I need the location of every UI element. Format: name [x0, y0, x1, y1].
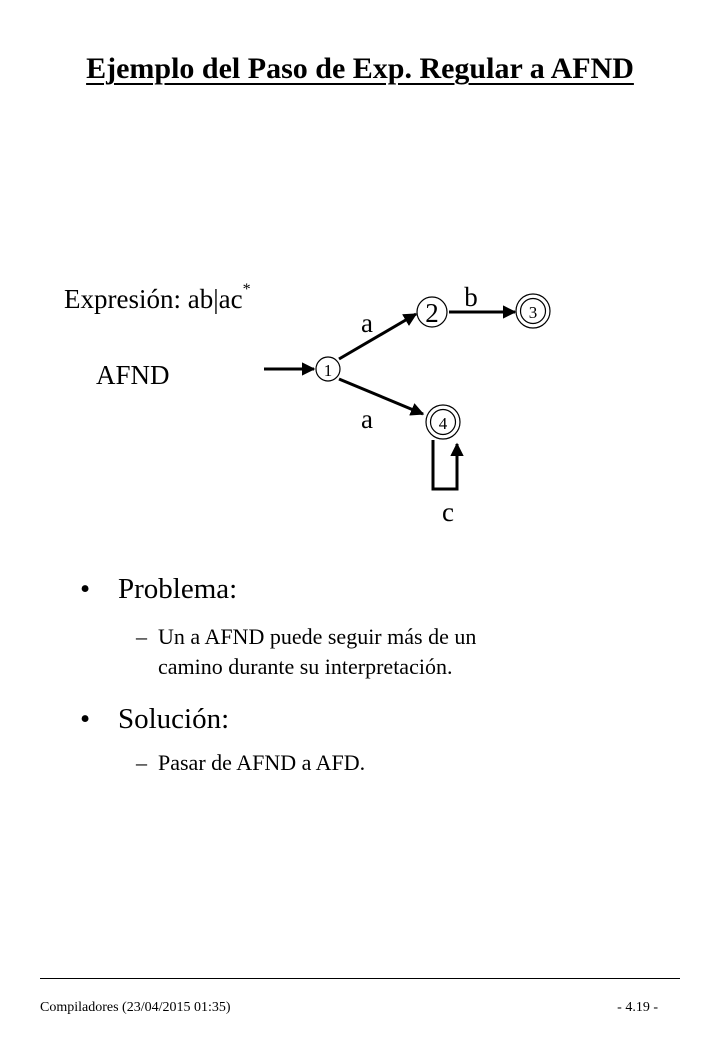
- state-4-inner-circle: [429, 408, 457, 436]
- sub-bullet-problema: –Un a AFND puede seguir más de un camino …: [80, 622, 680, 682]
- bullet-solucion-text: Solución:: [118, 703, 230, 735]
- afnd-diagram: 1 2 3 4 a b a c: [264, 282, 551, 527]
- label-b-2-3: b: [464, 282, 478, 312]
- footer-divider: [40, 978, 680, 979]
- bullet-dot: •: [80, 573, 91, 605]
- state-1-circle: [315, 356, 341, 382]
- sub-bullet-solucion: –Pasar de AFND a AFD.: [80, 748, 680, 778]
- label-c-loop: c: [442, 497, 454, 527]
- bullet-problema: • Problema:: [80, 570, 680, 608]
- state-3-inner-circle: [519, 297, 547, 325]
- bullet-list: •Problema: –Un a AFND puede seguir más d…: [80, 570, 680, 778]
- state-3-label: 3: [529, 303, 538, 322]
- afnd-label: AFND: [96, 360, 170, 390]
- sub-bullet-problema-line-2: camino durante su interpretación.: [158, 654, 453, 679]
- expression-text: Expresión: ab|ac: [64, 284, 243, 314]
- state-1-label: 1: [324, 361, 333, 380]
- transition-1-4: [338, 377, 425, 416]
- transition-1-2: [338, 312, 418, 361]
- regular-expression: Expresión: ab|ac*: [64, 281, 251, 315]
- footer-course: Compiladores (23/04/2015 01:35): [40, 1000, 231, 1015]
- bullet-problema-text: Problema:: [118, 573, 238, 605]
- sub-bullet-solucion-line-1: Pasar de AFND a AFD.: [158, 750, 366, 775]
- sub-bullet-problema-line-1: Un a AFND puede seguir más de un: [158, 624, 477, 649]
- kleene-star: *: [242, 281, 251, 298]
- page-title: Ejemplo del Paso de Exp. Regular a AFND: [86, 52, 634, 85]
- label-a-1-4: a: [361, 404, 373, 434]
- sub-bullet-dash: –: [136, 624, 147, 649]
- state-2-circle: [416, 296, 448, 328]
- state-4-label: 4: [439, 414, 448, 433]
- bullet-dot: •: [80, 703, 91, 735]
- footer-page-number: - 4.19 -: [617, 1000, 658, 1015]
- transition-4-4-loop: [431, 440, 464, 491]
- sub-bullet-dash: –: [136, 750, 147, 775]
- state-2-label: 2: [425, 298, 439, 328]
- label-a-1-2: a: [361, 308, 373, 338]
- bullet-solucion: • Solución:: [80, 700, 680, 738]
